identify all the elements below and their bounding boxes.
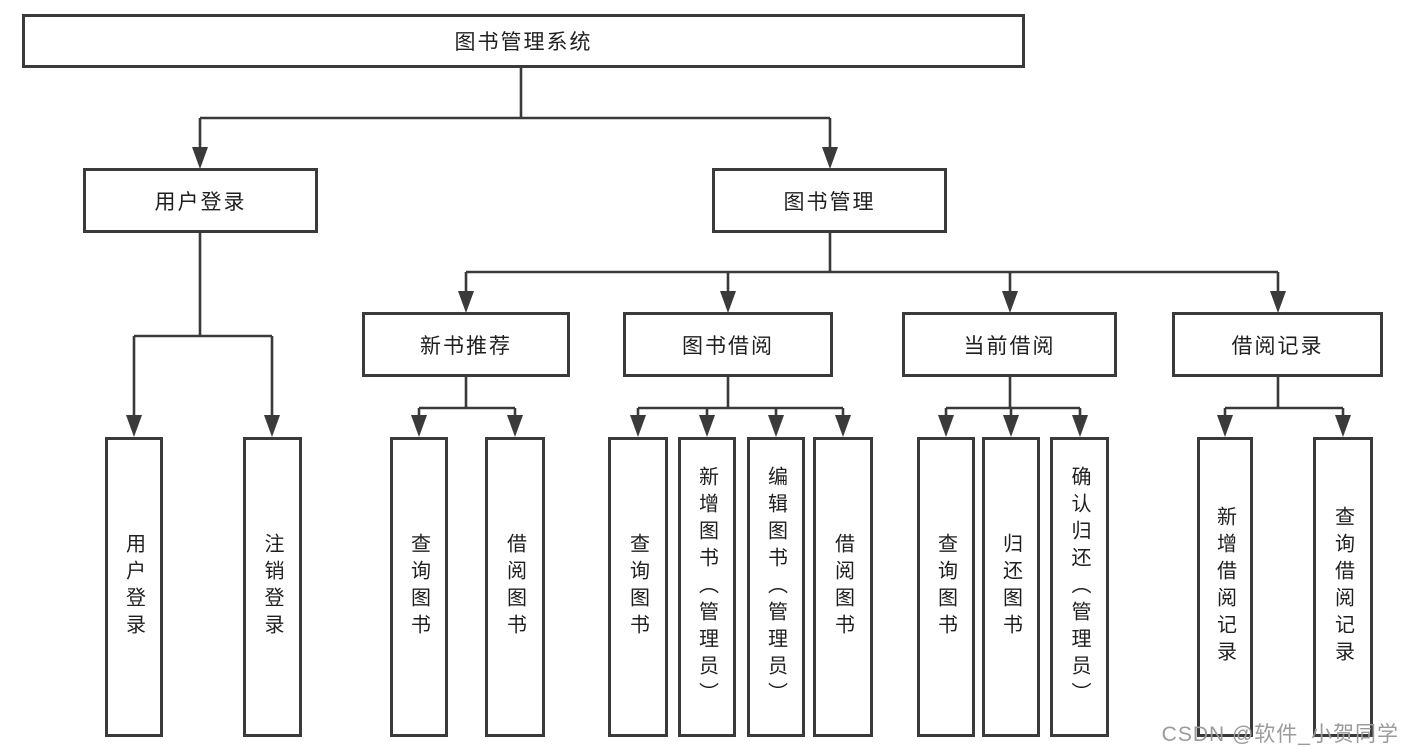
arrowhead [938, 415, 954, 437]
leaf-confirm-return-admin: 确认归还（管理员） [1050, 437, 1109, 737]
arrowhead [1335, 415, 1351, 437]
arrowhead [835, 415, 851, 437]
leaf-borrow-books: 借阅图书 [813, 437, 873, 737]
node-new-book-recommend: 新书推荐 [362, 312, 570, 377]
leaf-label: 编辑图书（管理员） [764, 465, 787, 709]
arrowhead [720, 291, 736, 313]
leaf-logout: 注销登录 [243, 437, 302, 737]
arrowheads [126, 147, 1351, 437]
leaf-add-borrow-record: 新增借阅记录 [1197, 437, 1253, 737]
arrowhead [507, 415, 523, 437]
leaf-label: 用户登录 [122, 533, 145, 641]
leaf-label: 归还图书 [999, 533, 1022, 641]
leaf-query-books-current: 查询图书 [917, 437, 975, 737]
node-borrow-records: 借阅记录 [1172, 312, 1383, 377]
arrowhead [822, 147, 838, 169]
leaf-label: 新增借阅记录 [1213, 506, 1236, 668]
arrowhead [192, 147, 208, 169]
leaf-borrow-books-recommend: 借阅图书 [485, 437, 545, 737]
arrowhead [411, 415, 427, 437]
arrowhead [1002, 291, 1018, 313]
node-user-login: 用户登录 [83, 168, 318, 233]
arrowhead [126, 415, 142, 437]
leaf-query-books-recommend: 查询图书 [390, 437, 448, 737]
node-root: 图书管理系统 [22, 14, 1025, 68]
arrowhead [1072, 415, 1088, 437]
node-current-borrow: 当前借阅 [902, 312, 1117, 377]
leaf-query-borrow-record: 查询借阅记录 [1313, 437, 1373, 737]
leaf-label: 查询图书 [626, 533, 649, 641]
leaf-label: 查询借阅记录 [1331, 506, 1354, 668]
node-book-borrow: 图书借阅 [623, 312, 833, 377]
leaf-user-login: 用户登录 [105, 437, 163, 737]
leaf-label: 新增图书（管理员） [695, 465, 718, 709]
csdn-watermark: CSDN @软件_小贺同学 [1161, 723, 1399, 746]
arrowhead [768, 415, 784, 437]
arrowhead [264, 415, 280, 437]
node-book-management: 图书管理 [712, 168, 947, 233]
arrowhead [1003, 415, 1019, 437]
leaf-label: 借阅图书 [503, 533, 526, 641]
leaf-query-books-borrow: 查询图书 [608, 437, 668, 737]
arrowhead [458, 291, 474, 313]
leaf-add-books-admin: 新增图书（管理员） [678, 437, 736, 737]
arrowhead [699, 415, 715, 437]
leaf-label: 查询图书 [407, 533, 430, 641]
leaf-label: 查询图书 [934, 533, 957, 641]
leaf-label: 借阅图书 [831, 533, 854, 641]
connector-path [132, 67, 1345, 417]
arrowhead [630, 415, 646, 437]
arrowhead [1270, 291, 1286, 313]
leaf-return-books: 归还图书 [982, 437, 1040, 737]
arrowhead [1217, 415, 1233, 437]
leaf-label: 确认归还（管理员） [1068, 465, 1090, 709]
leaf-label: 注销登录 [261, 533, 283, 641]
leaf-edit-books-admin: 编辑图书（管理员） [747, 437, 805, 737]
